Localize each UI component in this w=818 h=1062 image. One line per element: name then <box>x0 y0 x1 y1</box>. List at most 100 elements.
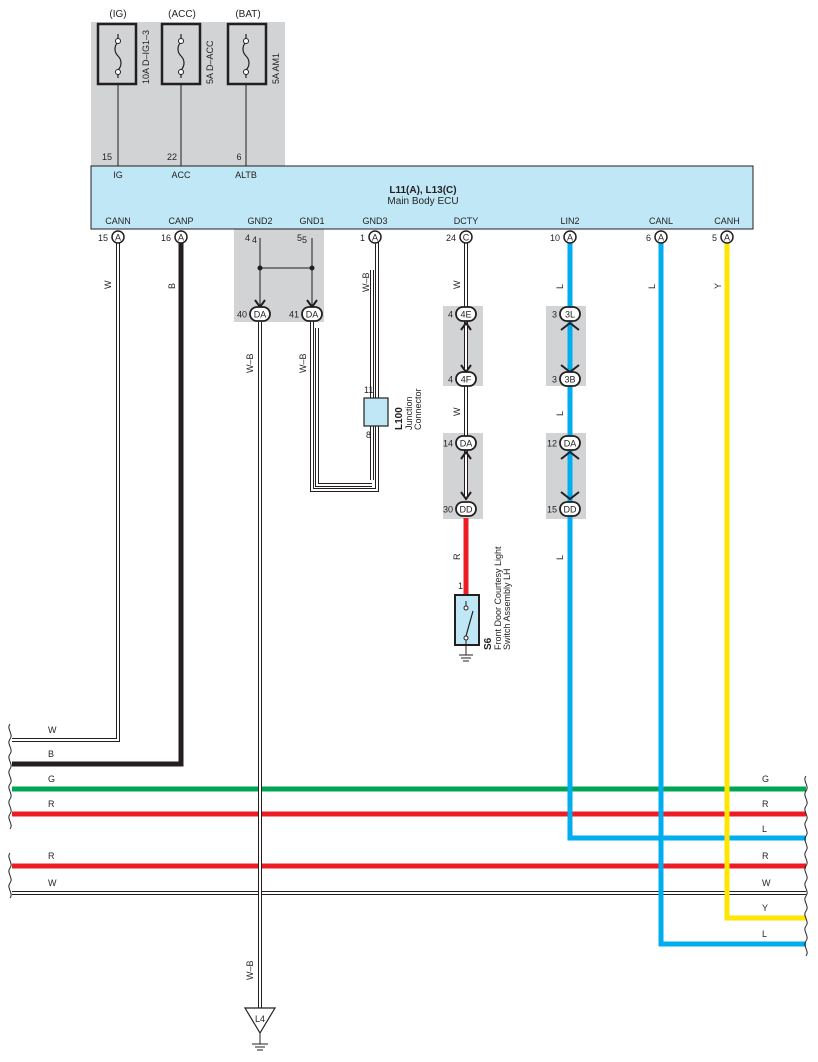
main-body-ecu: IG ACC ALTB L11(A), L13(C) Main Body ECU… <box>90 165 754 230</box>
ecu-pin-label: CANN <box>105 216 131 226</box>
ecu-pin-label-altb: ALTB <box>235 170 257 180</box>
ecu-pin-label: GND2 <box>247 216 272 226</box>
connector-code: 4E <box>460 310 471 320</box>
ecu-pin-label-acc: ACC <box>171 170 191 180</box>
ecu-pin-number: 15 <box>98 233 108 243</box>
junction-code: L100 <box>394 407 405 430</box>
ground-wiring <box>254 238 379 1008</box>
fuse-icon <box>177 34 185 78</box>
ground-triangle <box>243 1007 277 1035</box>
connector-badge <box>455 306 477 322</box>
connector-code: 3L <box>565 310 575 320</box>
wire-color-label-canl: L <box>647 284 657 289</box>
ecu-pin-number: 6 <box>646 233 651 243</box>
bus-label-left: W <box>48 725 57 735</box>
connector-code: 3B <box>564 375 575 385</box>
bus-label-right: L <box>762 824 767 834</box>
connector-badge <box>654 230 668 244</box>
fuse-box <box>96 22 138 86</box>
ecu-name: Main Body ECU <box>387 196 458 207</box>
ground-icon <box>459 654 473 662</box>
bus-wire-y <box>724 238 806 921</box>
switch-s6: 1 S6 Front Door Courtesy Light Switch As… <box>454 546 512 662</box>
connector-code: DA <box>460 439 473 449</box>
fuse-bat: (BAT) 5A AM1 6 <box>226 9 281 166</box>
shaded-regions <box>91 22 586 519</box>
ecu-pin-number: 5 <box>712 233 717 243</box>
switch-name-1: Front Door Courtesy Light <box>493 546 503 650</box>
switch-pin: 1 <box>458 581 463 591</box>
connector-badge <box>559 371 581 387</box>
wire-color-label-canh: Y <box>713 283 723 289</box>
fuse-supply-label: (IG) <box>109 9 126 20</box>
dcty-chain <box>460 238 472 595</box>
connector-pin: 15 <box>547 505 557 515</box>
fuse-ig: (IG) 10A D–IG1–3 15 <box>96 9 151 166</box>
connector-code: 4F <box>461 375 472 385</box>
connector-badge <box>563 230 577 244</box>
fuse-pin-number: 15 <box>102 152 112 162</box>
ecu-pin-label: CANP <box>168 216 193 226</box>
bus-label-left: B <box>48 749 54 759</box>
bus-lines: W B G R R W G R L R W Y L <box>8 238 808 957</box>
bus-label-right: R <box>762 851 769 861</box>
fuse-icon <box>114 34 122 78</box>
junction-name-2: Connector <box>413 388 423 430</box>
wire-color-label-lin2-lower: L <box>555 555 565 560</box>
fuse-area-shade <box>91 22 285 166</box>
connector-pin: 12 <box>547 439 557 449</box>
connector-code: DA <box>254 310 267 320</box>
ground-l4: L4 <box>243 1007 277 1051</box>
bus-wire-w-top <box>12 238 120 742</box>
ecu-pin-label: DCTY <box>454 216 479 226</box>
ecu-pin-label: CANH <box>714 216 740 226</box>
connector-badge <box>249 306 271 322</box>
wire-color-label-dcty-lower: R <box>452 553 462 560</box>
ecu-pin-number-gnd1: 5 <box>302 235 307 245</box>
connector-pin: 40 <box>237 310 247 320</box>
wire-color-label-dcty-mid: W <box>452 407 462 416</box>
connector-pin: 3 <box>552 310 557 320</box>
bus-wire-l-canl <box>658 238 806 947</box>
bus-label-right: W <box>762 878 771 888</box>
ecu-pin-number: 5 <box>297 233 302 243</box>
ecu-pin-number: 16 <box>161 233 171 243</box>
connector-code: DD <box>460 505 473 515</box>
fuse-name: 5A AM1 <box>271 53 281 84</box>
bus-label-left: G <box>48 774 55 784</box>
wire-color-label-gnd3: W–B <box>361 272 371 292</box>
wire-color-label-lin2-upper: L <box>555 284 565 289</box>
bus-wire-l-lin2 <box>567 238 806 841</box>
ecu-pin-label: GND3 <box>362 216 387 226</box>
ecu-pin-number: 4 <box>245 233 250 243</box>
ecu-pin-label: CANL <box>649 216 673 226</box>
connector-badge <box>368 230 382 244</box>
bus-wire-b <box>12 238 184 767</box>
switch-icon <box>465 610 474 637</box>
connector-pin: 30 <box>443 505 453 515</box>
ecu-code: L11(A), L13(C) <box>389 185 456 196</box>
connector-pin: 3 <box>552 375 557 385</box>
wire-color-label-cann: W <box>103 280 113 289</box>
wire-color-label-ground-lead: W–B <box>245 960 255 980</box>
connector-badge <box>455 501 477 517</box>
connector-badge <box>111 230 125 244</box>
junction-pin-top: 11 <box>364 385 373 395</box>
connector-code: A <box>724 233 730 243</box>
switch-code: S6 <box>483 637 494 650</box>
fuse-pin-number: 6 <box>236 152 241 162</box>
bus-label-right: Y <box>762 903 768 913</box>
fuse-acc: (ACC) 5A D–ACC 22 <box>160 9 215 166</box>
ground-label: L4 <box>255 1014 265 1024</box>
connector-badge <box>455 371 477 387</box>
fuse-name: 5A D–ACC <box>205 40 215 84</box>
left-break-marks <box>8 723 12 899</box>
connector-badge <box>559 306 581 322</box>
bus-label-right: L <box>762 929 767 939</box>
junction-name-1: Junction <box>404 396 414 430</box>
connector-code: A <box>115 233 121 243</box>
wire-color-label-gnd2: W–B <box>245 353 255 373</box>
ecu-pin-number: 1 <box>360 233 365 243</box>
ground-icon <box>252 1043 268 1051</box>
